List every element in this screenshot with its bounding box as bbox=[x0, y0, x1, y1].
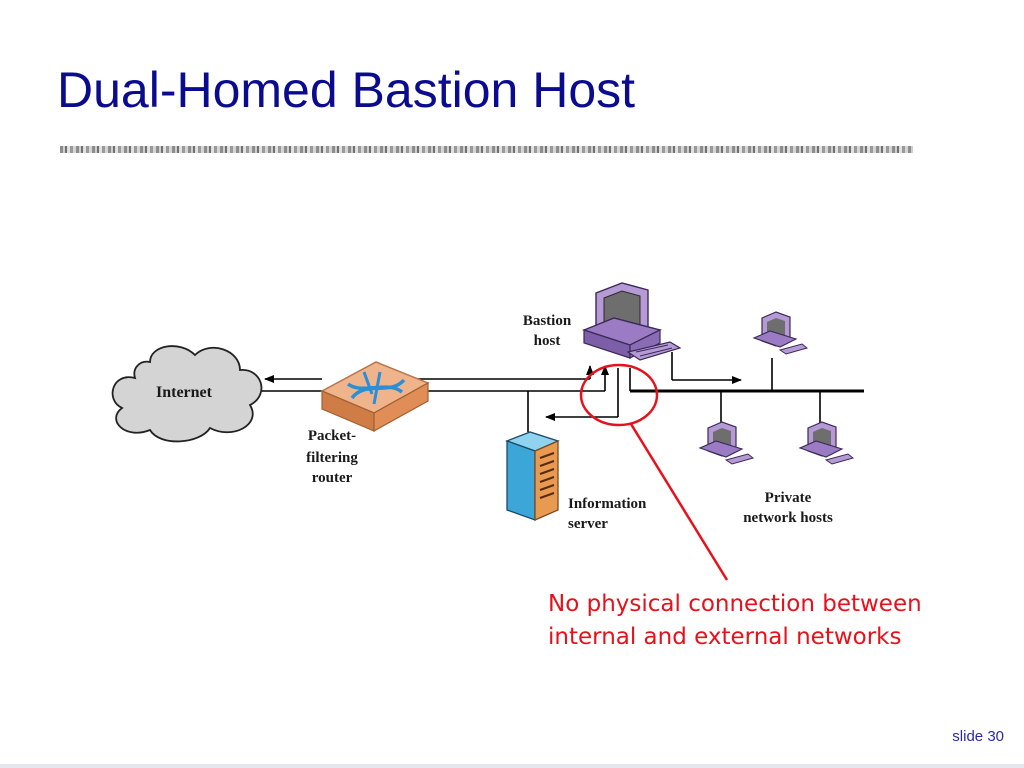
info-server-label-line1: Information bbox=[568, 496, 647, 512]
private-host-computer-icon bbox=[798, 421, 855, 465]
bottom-edge bbox=[0, 764, 1024, 768]
private-host-computer-icon bbox=[698, 421, 755, 465]
private-host-computer-icon bbox=[752, 311, 809, 355]
annotation-pointer-line bbox=[629, 423, 729, 581]
bastion-label-line1: Bastion bbox=[523, 313, 572, 329]
highlight-circle bbox=[579, 363, 659, 427]
annotation-text: No physical connection between internal … bbox=[548, 588, 922, 654]
information-server-icon bbox=[505, 431, 560, 521]
private-hosts-label-line2: network hosts bbox=[743, 510, 833, 526]
internet-label: Internet bbox=[156, 384, 213, 401]
router-label-line2: filtering bbox=[306, 450, 358, 466]
slide-number: slide 30 bbox=[952, 728, 1004, 745]
bastion-label-line2: host bbox=[534, 333, 561, 349]
private-hosts-label-line1: Private bbox=[765, 490, 812, 506]
annotation-line1: No physical connection between bbox=[548, 591, 922, 617]
router-label-line1: Packet- bbox=[308, 428, 356, 444]
info-server-label-line2: server bbox=[568, 516, 608, 532]
slide-title: Dual-Homed Bastion Host bbox=[57, 62, 636, 118]
bastion-host-computer-icon bbox=[581, 282, 682, 361]
router-label-line3: router bbox=[312, 470, 353, 486]
annotation-line2: internal and external networks bbox=[548, 624, 902, 650]
router-icon bbox=[320, 361, 430, 433]
internet-cloud-icon bbox=[111, 345, 263, 443]
title-divider bbox=[60, 146, 913, 153]
